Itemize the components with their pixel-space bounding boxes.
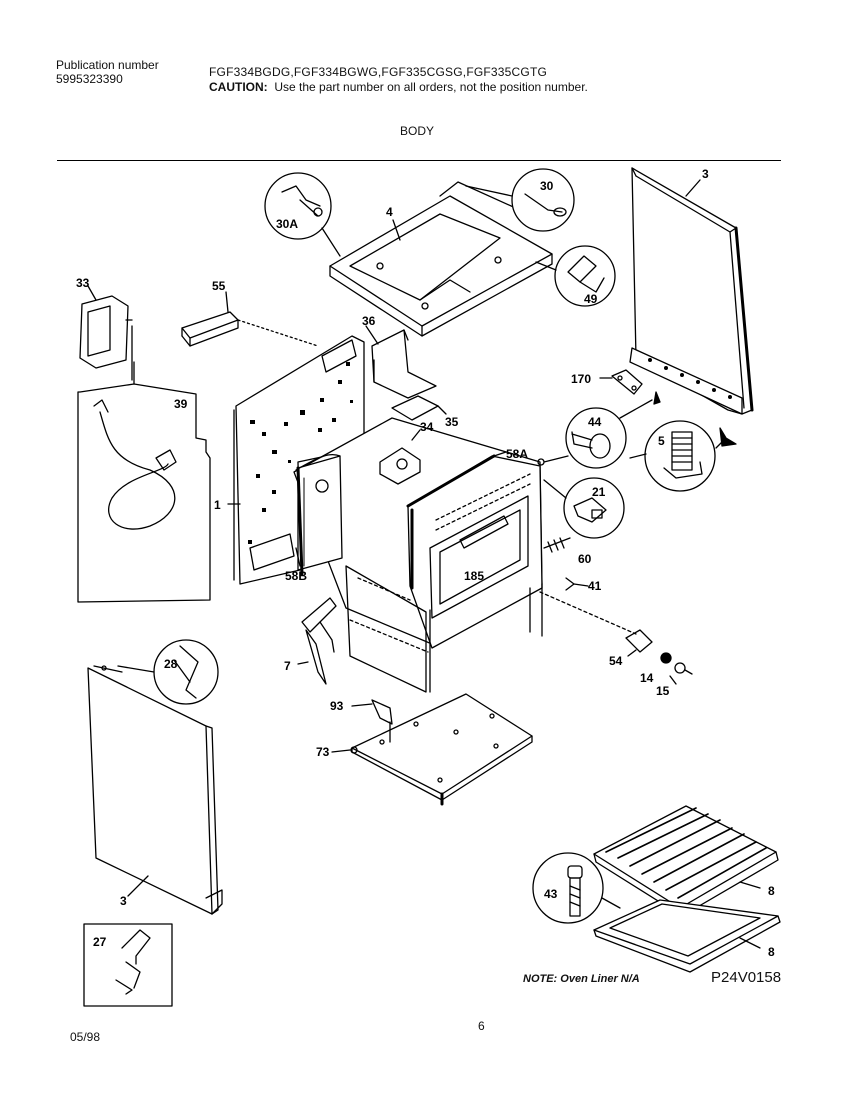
assembly-axis <box>539 591 637 635</box>
callout-21: 21 <box>592 485 606 499</box>
leader-8a <box>739 881 761 889</box>
callout-35: 35 <box>445 415 459 429</box>
leader-58b <box>295 547 301 567</box>
detail-43 <box>532 852 621 924</box>
part-14-washer <box>660 652 672 664</box>
caution-line: CAUTION: Use the part number on all orde… <box>209 80 588 94</box>
part-60-screw <box>543 537 571 553</box>
callout-44: 44 <box>588 415 602 429</box>
part-39-cord-box <box>77 361 211 603</box>
part-93-clip <box>351 699 393 743</box>
footer-date: 05/98 <box>70 1030 101 1044</box>
callout-170: 170 <box>571 372 591 386</box>
callout-8-pan: 8 <box>768 945 775 959</box>
publication-number: 5995323390 <box>56 72 123 86</box>
part-36-duct <box>365 325 437 399</box>
detail-30 <box>465 168 575 232</box>
leader-3a <box>685 179 701 197</box>
callout-4: 4 <box>386 205 393 219</box>
detail-27-box <box>83 923 173 1007</box>
part-8-broil-pan <box>593 899 781 973</box>
callout-1: 1 <box>214 498 221 512</box>
callout-36: 36 <box>362 314 376 328</box>
callout-5: 5 <box>658 434 665 448</box>
callout-30: 30 <box>540 179 554 193</box>
callout-39: 39 <box>174 397 188 411</box>
model-numbers: FGF334BGDG,FGF334BGWG,FGF335CGSG,FGF335C… <box>209 65 548 79</box>
callout-73: 73 <box>316 745 330 759</box>
callout-34: 34 <box>420 420 434 434</box>
detail-21 <box>543 477 625 539</box>
part-15-screw <box>669 662 693 685</box>
top-panel <box>329 181 553 337</box>
callout-3-top: 3 <box>702 167 709 181</box>
callout-15: 15 <box>656 684 670 698</box>
leader-3b <box>127 875 149 897</box>
detail-28 <box>117 639 219 705</box>
part-35-plate <box>391 395 447 421</box>
callout-49: 49 <box>584 292 598 306</box>
callout-30a: 30A <box>276 217 298 231</box>
part-33-bracket <box>79 295 133 381</box>
header-rule <box>57 160 781 161</box>
callout-7: 7 <box>284 659 291 673</box>
detail-5-leveling-leg <box>629 420 725 492</box>
callout-3-bottom: 3 <box>120 894 127 908</box>
figure-code: P24V0158 <box>711 969 782 986</box>
leader-4 <box>392 219 401 241</box>
section-title: BODY <box>400 124 435 138</box>
side-panel-left <box>87 665 223 915</box>
part-34-burner <box>379 429 421 485</box>
part-55-channel <box>181 291 319 347</box>
leader-73 <box>331 749 351 753</box>
oven-liner-note: NOTE: Oven Liner N/A <box>523 973 640 985</box>
detail-44 <box>565 399 653 469</box>
callout-58a: 58A <box>506 447 528 461</box>
detail-30a <box>264 172 341 257</box>
callout-28: 28 <box>164 657 178 671</box>
callout-58b: 58B <box>285 569 307 583</box>
callout-55: 55 <box>212 279 226 293</box>
page-number: 6 <box>478 1019 485 1033</box>
leader-58a <box>493 451 507 457</box>
part-7-hinge <box>297 597 337 685</box>
detail-49 <box>535 245 616 307</box>
callout-185: 185 <box>464 569 484 583</box>
publication-label: Publication number <box>56 58 159 72</box>
leader-8b <box>739 937 761 949</box>
part-8-oven-rack <box>593 805 779 917</box>
part-54-cap <box>625 629 653 657</box>
callout-8-rack: 8 <box>768 884 775 898</box>
callout-54: 54 <box>609 654 623 668</box>
caution-label: CAUTION: <box>209 80 268 94</box>
callout-27: 27 <box>93 935 107 949</box>
leader-33 <box>87 285 97 301</box>
callout-14: 14 <box>640 671 654 685</box>
callout-93: 93 <box>330 699 344 713</box>
screw-73 <box>350 746 358 754</box>
caution-text: Use the part number on all orders, not t… <box>274 80 588 94</box>
callout-33: 33 <box>76 276 90 290</box>
part-170-bracket <box>599 369 737 447</box>
callout-41: 41 <box>588 579 602 593</box>
rear-panel <box>233 335 365 585</box>
leader-44 <box>543 455 569 463</box>
oven-body <box>293 417 543 693</box>
part-73-bottom-plate <box>351 693 533 806</box>
part-41-clip <box>565 577 589 591</box>
callout-43: 43 <box>544 887 558 901</box>
side-panel-right <box>629 167 754 415</box>
callout-60: 60 <box>578 552 592 566</box>
